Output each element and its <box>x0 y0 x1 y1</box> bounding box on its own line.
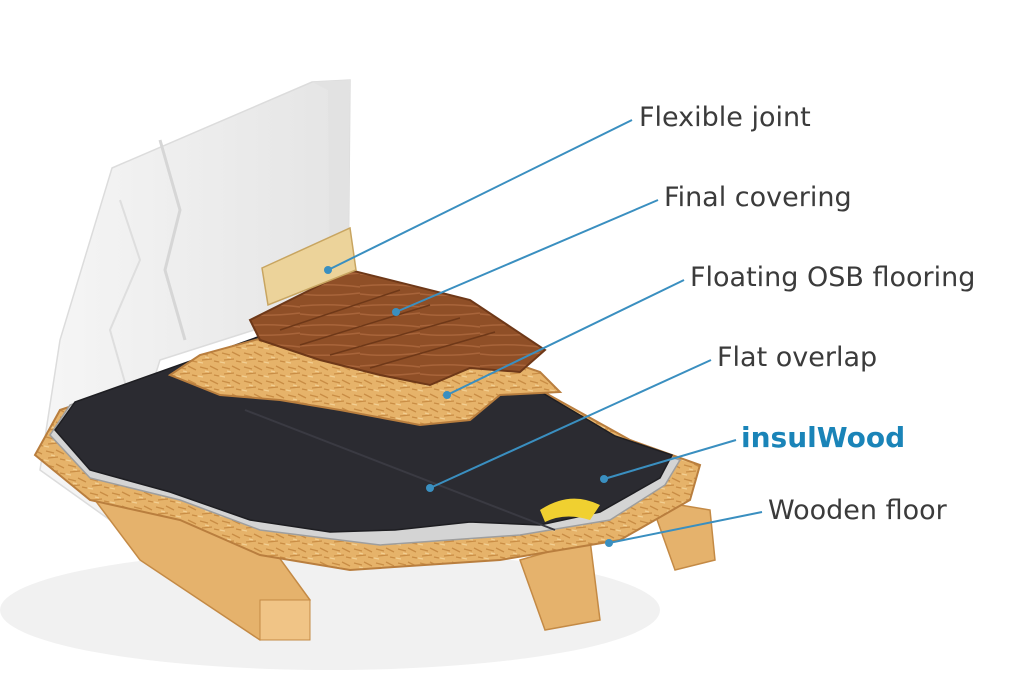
ground-shadow <box>0 550 660 670</box>
flexible-joint <box>261 226 357 307</box>
label-final-covering: Final covering <box>664 182 852 213</box>
leader-line-final-covering <box>395 199 659 313</box>
tape-strip <box>540 498 600 522</box>
final-covering-layer <box>248 268 547 387</box>
leader-dots <box>324 266 613 547</box>
leader-line-wooden-floor <box>608 511 763 544</box>
label-wooden-floor: Wooden floor <box>768 495 947 526</box>
leader-line-insulwood <box>603 439 737 480</box>
leader-line-osb <box>446 279 685 396</box>
label-flat-overlap: Flat overlap <box>717 342 878 373</box>
board-seams <box>279 289 496 369</box>
label-floating-osb-flooring: Floating OSB flooring <box>690 262 976 293</box>
leader-lines <box>327 119 763 544</box>
leader-line-flat-overlap <box>429 359 712 489</box>
label-insulwood: insulWood <box>741 421 906 454</box>
membrane-overlap-seam <box>244 409 556 531</box>
leader-line-flexible-joint <box>327 119 633 271</box>
label-flexible-joint: Flexible joint <box>639 102 811 133</box>
